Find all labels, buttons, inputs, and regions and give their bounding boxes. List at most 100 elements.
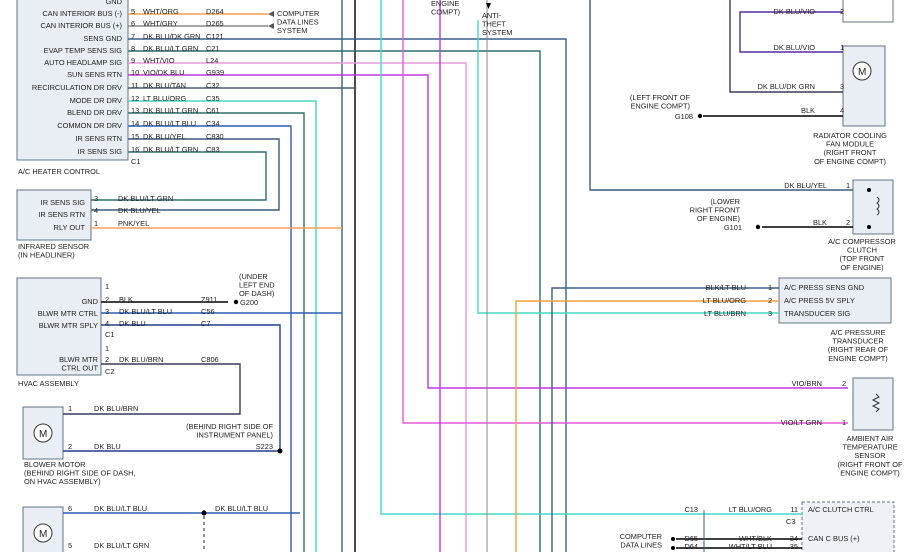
heater-pin-label: CAN INTERIOR BUS (-) — [42, 9, 122, 18]
heater-pin-num: 8 — [131, 44, 135, 53]
clutch-ground-note: (LOWER — [710, 197, 740, 206]
wire-mode — [128, 100, 317, 552]
heater-pin-label: SENS GND — [83, 34, 122, 43]
heater-pin-label: BLEND DR DRV — [67, 108, 122, 117]
ir-pin-label: IR SENS RTN — [38, 210, 85, 219]
heater-pin-num: 16 — [131, 145, 139, 154]
wire-evap — [128, 50, 541, 552]
pcm-wire-color: WHT/LT BLU — [729, 542, 772, 551]
blower-title: BLOWER MOTOR — [24, 460, 85, 469]
ambient-wire: VIO/LT GRN — [781, 418, 822, 427]
heater-pin-num: 13 — [131, 106, 139, 115]
heater-pin-num: 10 — [131, 68, 139, 77]
heater-wire-color: DK BLU/LT GRN — [143, 145, 198, 154]
pcm-circuit-id: C13 — [684, 505, 698, 514]
hvac-pin-num: 2 — [105, 295, 109, 304]
engine-compt-label: ENGINE — [431, 0, 459, 8]
heater-pin-label: EVAP TEMP SENS SIG — [44, 46, 123, 55]
fan-motor-icon — [852, 61, 872, 81]
bottom-pin6: 6 — [68, 504, 72, 513]
ambient-title: SENSOR — [854, 451, 885, 460]
heater-wire-color: WHT/VIO — [143, 56, 175, 65]
clutch-title: CLUTCH — [847, 246, 877, 255]
blower-wire1: DK BLU/BRN — [94, 404, 138, 413]
bottom-motor-icon — [33, 523, 53, 543]
pressure-pin-label: TRANSDUCER SIG — [784, 309, 850, 318]
blower-splice-note: INSTRUMENT PANEL) — [196, 431, 273, 440]
blower-title: ON HVAC ASSEMBLY) — [24, 477, 101, 486]
pressure-pin-num: 2 — [768, 296, 772, 305]
fan-pin-num: 1 — [840, 43, 844, 52]
heater-circuit-id: C830 — [206, 132, 224, 141]
heater-pin-num: 12 — [131, 94, 139, 103]
pressure-pin-num: 3 — [768, 309, 772, 318]
wire-hvac-sply — [101, 324, 281, 451]
ambient-title: ENGINE COMPT) — [840, 468, 900, 477]
fan-pin-num: 4 — [840, 106, 844, 115]
svg-text:M: M — [858, 67, 866, 78]
hvac-wire-color: DK BLU/LT BLU — [119, 307, 172, 316]
thermistor-icon — [871, 393, 881, 413]
pressure-transducer-box — [778, 277, 892, 324]
clutch-ground-id: G101 — [724, 223, 742, 232]
clutch-coil-icon — [876, 196, 880, 216]
hvac-connector-c2: C2 — [105, 367, 114, 376]
heater-pin-num: 6 — [131, 19, 135, 28]
ir-pin-num: 3 — [94, 194, 98, 203]
heater-pin-label: AUTO HEADLAMP SIG — [44, 58, 122, 67]
ir-wire-color: PNK/YEL — [118, 219, 149, 228]
pcm-pin-num: 11 — [790, 505, 798, 514]
heater-pin-label: COMMON DR DRV — [57, 121, 122, 130]
pressure-title: (RIGHT REAR OF — [828, 345, 889, 354]
blower-motor-box — [22, 406, 64, 460]
fan-wire: DK BLU/DK GRN — [758, 82, 816, 91]
heater-wire-color: DK BLU/YEL — [143, 132, 186, 141]
pcm-computer-lines: DATA LINES — [620, 541, 662, 550]
junctions — [201, 3, 871, 550]
blower-pin2: 2 — [68, 442, 72, 451]
anti-theft-label: THEFT — [482, 20, 506, 29]
pcm-pin-num: 35 — [790, 542, 798, 551]
bottom-wire6: DK BLU/LT BLU — [94, 504, 147, 513]
infrared-sensor-box — [16, 189, 92, 241]
heater-wire-color: VIO/DK BLU — [143, 68, 184, 77]
heater-pin-num: 9 — [131, 56, 135, 65]
clutch-title: OF ENGINE) — [840, 263, 883, 272]
heater-circuit-id: C121 — [206, 32, 224, 41]
hvac-ground-note: LEFT END — [239, 281, 275, 290]
hvac-pin-num: 1 — [105, 282, 109, 291]
hvac-c2-pin-num: 2 — [105, 355, 109, 364]
heater-pin-label: CAN INTERIOR BUS (+) — [40, 21, 122, 30]
blower-wire2: DK BLU — [94, 442, 121, 451]
motor-symbols: M M M — [33, 61, 881, 543]
hvac-ground-note: (UNDER — [239, 272, 268, 281]
heater-pin-num: 11 — [131, 81, 139, 90]
anti-theft-label: SYSTEM — [482, 28, 512, 37]
fan-module-box — [842, 45, 886, 127]
ir-wire-color: DK BLU/LT GRN — [118, 194, 173, 203]
pcm-pin-label: CAN C BUS (+) — [808, 534, 860, 543]
fan-ground-note: ENGINE COMPT) — [630, 102, 690, 111]
hvac-c2-label: BLWR MTR — [59, 355, 98, 364]
pressure-title: TRANSDUCER — [832, 337, 883, 346]
hvac-pin-num: 4 — [105, 319, 109, 328]
pressure-pin-num: 1 — [768, 283, 772, 292]
hvac-assembly-box — [16, 277, 102, 376]
svg-text:M: M — [39, 529, 47, 540]
ir-title: INFRARED SENSOR — [18, 242, 89, 251]
clutch-wire: BLK — [813, 218, 827, 227]
hvac-c2-label: CTRL OUT — [61, 364, 98, 373]
clutch-wire: DK BLU/YEL — [784, 181, 827, 190]
pressure-wire: BLK/LT BLU — [706, 283, 746, 292]
blower-splice-id: S223 — [256, 442, 273, 451]
heater-circuit-id: C21 — [206, 44, 220, 53]
hvac-pin-label: BLWR MTR SPLY — [39, 321, 98, 330]
wire-blend — [128, 112, 305, 552]
pcm-circuit-id: D64 — [684, 542, 698, 551]
hvac-c2-pin-num: 1 — [105, 344, 109, 353]
heater-connector: C1 — [131, 157, 140, 166]
ac-heater-control-box — [16, 0, 129, 161]
pressure-pin-label: A/C PRESS 5V SPLY — [784, 296, 855, 305]
